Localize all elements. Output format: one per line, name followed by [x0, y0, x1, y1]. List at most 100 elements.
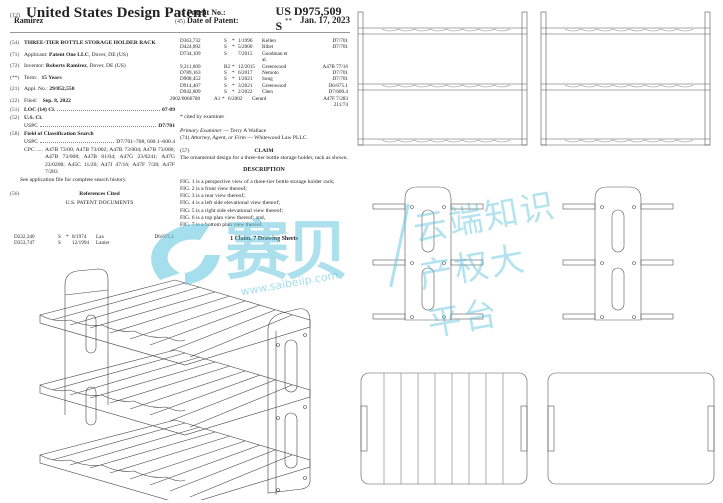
- patent-number-block: (10) Patent No.: US D975,509 S (45) Date…: [175, 4, 350, 33]
- ref-name: Lax: [96, 234, 105, 240]
- figure-text: is a right side elevational view thereof…: [194, 207, 283, 214]
- figure-description: FIG. 7 is a bottom plan view thereof.: [180, 222, 348, 229]
- document-title: United States Design Patent: [26, 5, 207, 21]
- figure-text: is a top plan view thereof; and,: [194, 214, 266, 221]
- ref-star: *: [232, 70, 235, 77]
- figure-description: FIG. 6 is a top plan view thereof; and,: [180, 215, 348, 222]
- claim-heading-row: (57) CLAIM: [180, 148, 348, 155]
- uspc-label: USPC: [24, 122, 38, 129]
- ref-number: D908,452: [180, 76, 201, 83]
- figure-description: FIG. 5 is a right side elevational view …: [180, 208, 348, 215]
- references-heading-field: (56) References Cited: [10, 191, 175, 199]
- ref-number: D424,892: [180, 44, 201, 51]
- ref-number: D363,732: [180, 38, 201, 44]
- classification-search-label: Field of Classification Search: [24, 131, 94, 138]
- date-code: (45): [175, 19, 185, 25]
- patent-date: Jan. 17, 2023: [299, 15, 350, 25]
- ref-star: *: [66, 234, 69, 240]
- ref-class: D7/701: [332, 44, 348, 51]
- primary-examiner-name: — Terry A Wallace: [223, 127, 267, 134]
- figure-description: FIG. 2 is a front view thereof;: [180, 186, 348, 193]
- ref-date: 3/2021: [238, 82, 253, 89]
- ref-number: D789,163: [180, 70, 201, 77]
- ref-name: Greenwood: [262, 82, 287, 89]
- applicant-name: Patent One LLC: [49, 51, 89, 58]
- ref-name: Song: [262, 76, 273, 83]
- field-code: (56): [10, 190, 20, 197]
- loc-field: (51) LOC (14) Cl. 07-09: [10, 107, 175, 115]
- ref-kind: S: [224, 70, 227, 77]
- field-code: (72): [10, 63, 20, 70]
- appl-label: Appl. No.:: [24, 86, 48, 93]
- field-code: (22): [10, 97, 20, 104]
- references-list-left: D232,340 S * 8/1974 Lax D6/675.1 D353,74…: [14, 234, 174, 247]
- ref-date: 12/2015: [238, 63, 256, 70]
- ref-date: 8/1974: [72, 234, 87, 240]
- figure-text: is a left side elevational view thereof;: [194, 200, 280, 207]
- term-field: (**) Term: 15 Years: [10, 75, 175, 83]
- ref-date: 6/2002: [228, 95, 243, 102]
- figure-3-rear-view: [540, 11, 711, 146]
- ref-kind: S: [224, 38, 227, 44]
- figure-text: is a perspective view of a three-tier bo…: [194, 178, 335, 185]
- ref-star: *: [232, 89, 235, 96]
- us-cl-field: (52) U.S. Cl. USPC D7/701: [10, 115, 175, 130]
- figure-text: is a front view thereof;: [194, 185, 247, 192]
- ref-name: Greenwood: [262, 63, 287, 70]
- ref-date: 2/2022: [238, 89, 253, 96]
- ref-date: 7/2015: [238, 50, 253, 57]
- attorney-name: — Whitewood Law PLLC: [247, 134, 307, 141]
- uspc-value: D7/701: [158, 122, 175, 129]
- figure-description: FIG. 1 is a perspective view of a three-…: [180, 179, 348, 186]
- us-patent-documents-heading: U.S. PATENT DOCUMENTS: [65, 200, 134, 207]
- field-code: (54): [10, 40, 20, 46]
- ref-name: Nemoto: [262, 70, 279, 77]
- ref-name: Chen: [262, 89, 273, 96]
- appl-number: 29/852,550: [49, 86, 75, 93]
- inventor-location: , Dover, DE (US): [86, 63, 126, 70]
- ref-kind: S: [224, 50, 227, 57]
- patent-header: (12) United States Design Patent: [10, 4, 350, 22]
- ref-class: A47F 7/283: [323, 95, 348, 102]
- ref-name: Gerard: [252, 95, 267, 102]
- field-code: (52): [10, 115, 20, 122]
- filed-field: (22) Filed: Sep. 8, 2022: [10, 98, 175, 106]
- inventor-field: (72) Inventor: Roberts Ramirez, Dover, D…: [10, 63, 175, 71]
- loc-value: 07-09: [161, 106, 175, 113]
- figure-5-right-side-view: [562, 186, 674, 321]
- inventor-label: Inventor:: [24, 63, 45, 70]
- ref-kind: A1: [214, 95, 221, 102]
- ref-number: 9,211,009: [180, 63, 201, 70]
- leader-dots: [40, 141, 115, 143]
- figure-label: FIG. 3: [180, 193, 195, 200]
- field-code: (58): [10, 131, 20, 138]
- figure-label: FIG. 6: [180, 214, 195, 221]
- description-heading: DESCRIPTION: [243, 167, 285, 174]
- figure-text: is a bottom plan view thereof.: [194, 221, 263, 228]
- references-heading: References Cited: [79, 190, 120, 197]
- ref-class: D7/701: [332, 70, 348, 77]
- ref-star: *: [232, 76, 235, 83]
- ref-star: *: [232, 63, 235, 70]
- claim-text: The ornamental design for a three-tier b…: [180, 155, 348, 162]
- field-code: (**): [10, 74, 20, 81]
- classification-search-field: (58) Field of Classification Search USPC…: [10, 131, 175, 184]
- cited-by-examiner-note: * cited by examiner: [180, 114, 225, 121]
- figure-description: FIG. 4 is a left side elevational view t…: [180, 200, 348, 207]
- ref-star: *: [232, 38, 235, 44]
- search-cpc-label: CPC .....: [24, 146, 43, 153]
- search-uspc-label: USPC: [24, 138, 38, 145]
- ref-class: D7/600.4: [328, 89, 348, 96]
- date-label: Date of Patent:: [187, 16, 239, 25]
- figure-text: is a rear view thereof;: [194, 193, 245, 200]
- patent-front-page: (12) United States Design Patent Ramirez…: [0, 0, 352, 503]
- figure-4-left-side-view: [372, 186, 484, 321]
- claim-heading: CLAIM: [254, 148, 274, 155]
- ref-class: A47B 77/16: [322, 63, 348, 70]
- applicant-field: (71) Applicant: Patent One LLC, Dover, D…: [10, 52, 175, 60]
